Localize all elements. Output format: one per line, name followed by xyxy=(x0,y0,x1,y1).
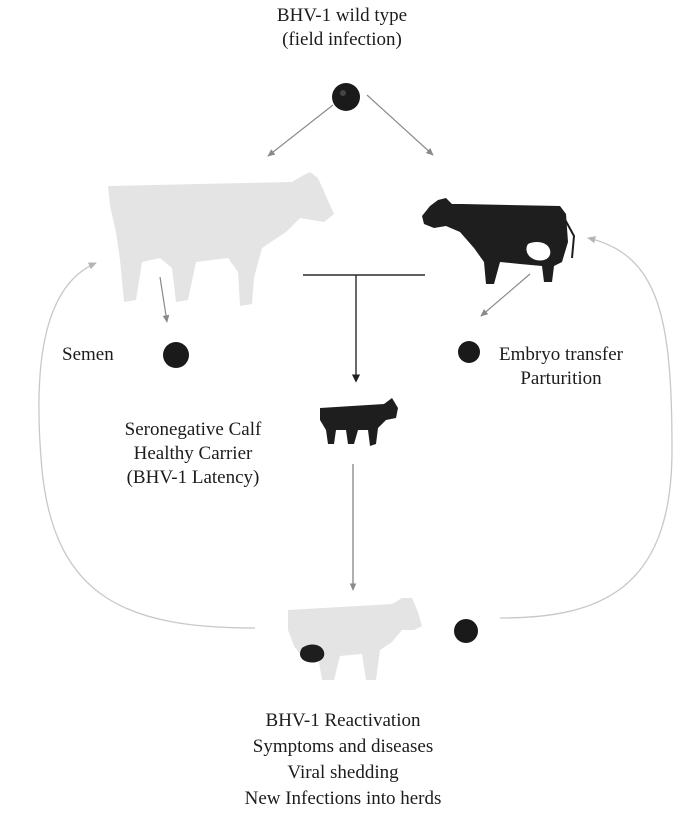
calf-icon xyxy=(320,398,398,446)
light-cow-icon xyxy=(108,172,334,306)
virus-icon-embryo xyxy=(458,341,480,363)
dark-cow-udder-icon xyxy=(526,242,551,261)
left-loop-arrow xyxy=(38,262,256,629)
embryo-line-2: Parturition xyxy=(520,368,602,389)
virus-icon-semen xyxy=(163,342,189,368)
dark-cow-icon xyxy=(422,198,576,284)
outcome-line-4: New Infections into herds xyxy=(244,788,442,809)
arrow-source-to-light-cow xyxy=(267,104,334,157)
semen-label: Semen xyxy=(62,344,114,365)
calf-line-2: Healthy Carrier xyxy=(133,443,253,464)
outcome-line-1: BHV-1 Reactivation xyxy=(265,710,421,731)
embryo-label: Embryo transfer Parturition xyxy=(486,343,636,391)
virus-icon-source xyxy=(332,83,360,111)
reactivation-cow-udder-icon xyxy=(300,644,325,663)
arrow-dark-cow-to-embryo xyxy=(480,273,531,317)
source-label: BHV-1 wild type (field infection) xyxy=(222,4,462,52)
calf-label: Seronegative Calf Healthy Carrier (BHV-1… xyxy=(88,418,298,490)
arrow-light-cow-to-semen xyxy=(159,276,170,323)
virus-icon-shedding xyxy=(454,619,478,643)
right-loop-arrow xyxy=(499,236,673,619)
embryo-line-1: Embryo transfer xyxy=(499,344,623,365)
calf-line-3: (BHV-1 Latency) xyxy=(126,467,260,488)
outcome-line-2: Symptoms and diseases xyxy=(252,736,434,757)
arrow-source-to-dark-cow xyxy=(366,94,434,156)
calf-line-1: Seronegative Calf xyxy=(124,419,262,440)
source-line-1: BHV-1 wild type xyxy=(276,5,408,26)
source-line-2: (field infection) xyxy=(282,29,402,50)
reactivation-cow-icon xyxy=(288,598,422,680)
outcome-line-3: Viral shedding xyxy=(287,762,399,783)
outcome-label: BHV-1 Reactivation Symptoms and diseases… xyxy=(178,708,508,812)
